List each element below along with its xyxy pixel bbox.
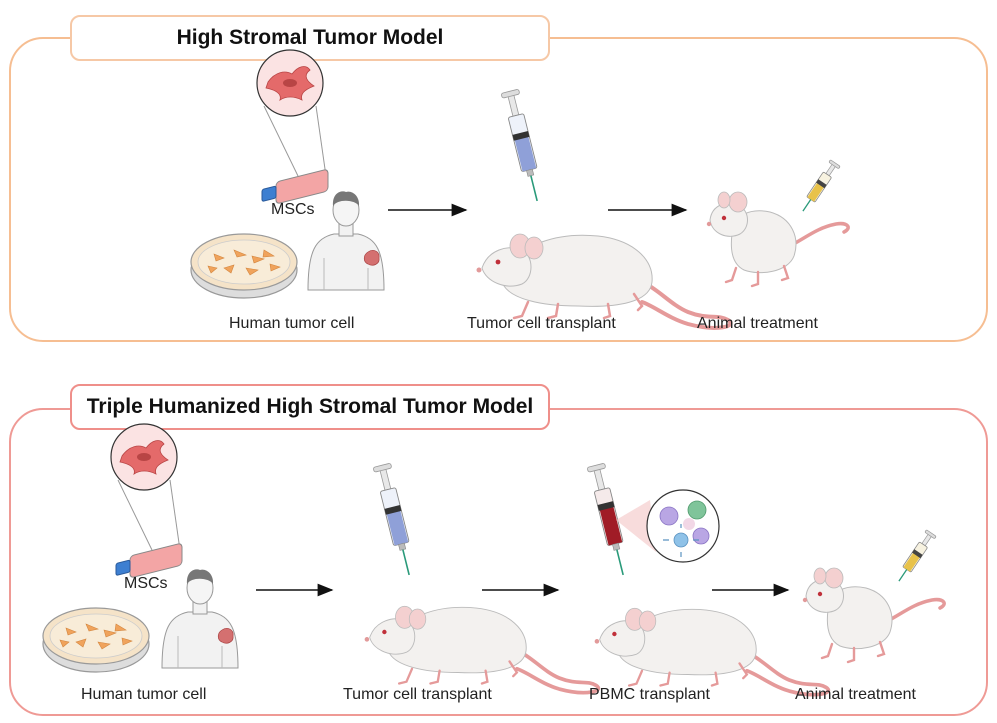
step-label-tumor-cell-transplant: Tumor cell transplant (467, 315, 616, 332)
step-label-human-tumor-cell: Human tumor cell (229, 315, 355, 332)
step-label-pbmc-transplant: PBMC transplant (589, 686, 710, 703)
petri-dish-icon (42, 607, 150, 673)
step-label-animal-treatment: Animal treatment (795, 686, 916, 703)
culture-flask-icon (115, 542, 183, 579)
treated-mouse-icon (705, 190, 850, 288)
step-label-human-tumor-cell: Human tumor cell (81, 686, 207, 703)
msc-cell-zoom-icon (256, 49, 327, 177)
lying-mouse-icon (592, 606, 831, 697)
pbmc-zoom-cone (616, 500, 656, 552)
treatment-syringe-icon (893, 529, 937, 586)
patient-icon (161, 568, 239, 669)
mscs-label: MSCs (124, 575, 168, 592)
panel1-patient-group (190, 49, 385, 299)
panel2-title: Triple Humanized High Stromal Tumor Mode… (70, 384, 550, 430)
tumor-cell-syringe-icon (500, 88, 547, 204)
treated-mouse-icon (801, 566, 946, 664)
lying-mouse-icon (362, 604, 601, 695)
panel2-patient-group (42, 423, 239, 673)
step-label-tumor-cell-transplant: Tumor cell transplant (343, 686, 492, 703)
high-stromal-panel (9, 37, 988, 342)
mscs-label: MSCs (271, 201, 315, 218)
step-label-animal-treatment: Animal treatment (697, 315, 818, 332)
patient-icon (307, 190, 385, 291)
treatment-syringe-icon (797, 159, 841, 216)
msc-cell-zoom-icon (110, 423, 181, 551)
lying-mouse-icon (474, 232, 733, 330)
petri-dish-icon (190, 233, 298, 299)
pbmc-cells-zoom-icon (646, 489, 720, 563)
tumor-cell-syringe-icon (372, 462, 419, 578)
culture-flask-icon (261, 168, 329, 205)
